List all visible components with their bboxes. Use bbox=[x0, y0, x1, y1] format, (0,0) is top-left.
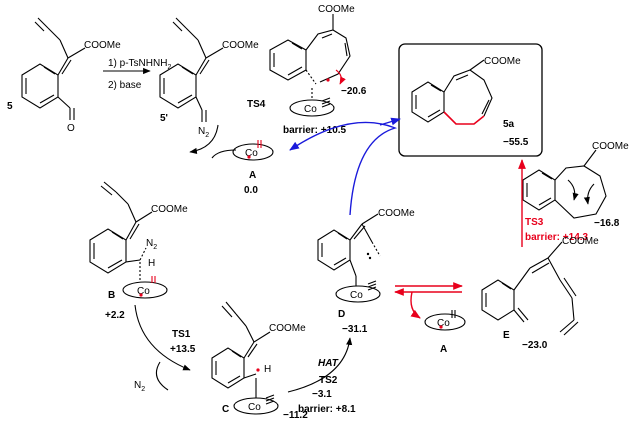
co-label-A2: Co bbox=[437, 318, 450, 329]
state-E-energy: −23.0 bbox=[522, 340, 548, 351]
state-C-energy: −11.2 bbox=[283, 410, 308, 421]
c-h-label: H bbox=[264, 364, 271, 375]
ts4-structure: COOMe Co TS4 −20.6 barrier: +10.5 bbox=[247, 4, 367, 136]
ts1-energy: +13.5 bbox=[170, 344, 196, 355]
state-B-energy: +2.2 bbox=[105, 310, 125, 321]
compound-5-label: 5 bbox=[7, 101, 13, 112]
ester-label-5a: COOMe bbox=[484, 56, 521, 67]
ts1-label: TS1 bbox=[172, 329, 191, 340]
ester-label-E: COOMe bbox=[562, 236, 599, 247]
catalyst-A: Co A 0.0 bbox=[232, 140, 274, 196]
co-label-D: Co bbox=[350, 290, 363, 301]
ester-label-5: COOMe bbox=[84, 40, 121, 51]
oxygen-label-5: O bbox=[67, 123, 75, 134]
intermediate-D: COOMe Co D −31.1 bbox=[317, 208, 415, 335]
blue-arrow-D-to-A bbox=[289, 121, 398, 216]
ts4-barrier: barrier: +10.5 bbox=[283, 125, 347, 136]
ts2-energy: −3.1 bbox=[312, 389, 332, 400]
state-E-label: E bbox=[503, 330, 510, 341]
co-label-B: Co bbox=[137, 286, 150, 297]
ester-label-ts3: COOMe bbox=[592, 141, 629, 152]
n2-label-5p: N2 bbox=[198, 126, 209, 139]
ts3-structure: COOMe TS3 −16.8 barrier: +14.3 bbox=[522, 141, 629, 243]
compound-5-prime: COOMe N2 5' bbox=[159, 17, 259, 139]
co-label-ts4: Co bbox=[304, 104, 317, 115]
ts3-barrier: barrier: +14.3 bbox=[525, 232, 589, 243]
red-arrow-release-A bbox=[410, 291, 421, 319]
ester-label-5p: COOMe bbox=[222, 40, 259, 51]
ester-label-B: COOMe bbox=[151, 204, 188, 215]
state-B-label: B bbox=[108, 290, 115, 301]
co-label-C: Co bbox=[248, 402, 261, 413]
reagent-line-2: 2) base bbox=[108, 80, 142, 91]
n2-release-curve bbox=[155, 361, 169, 391]
state-A2-label: A bbox=[440, 344, 447, 355]
b-n2-label: N2 bbox=[146, 238, 157, 251]
ts3-label: TS3 bbox=[525, 217, 544, 228]
entry-curve bbox=[211, 149, 237, 159]
arrow-C-to-D bbox=[287, 337, 353, 393]
ts3-energy: −16.8 bbox=[594, 218, 620, 229]
ts4-label: TS4 bbox=[247, 99, 266, 110]
b-h-label: H bbox=[148, 258, 155, 269]
compound-5: COOMe O 5 bbox=[7, 17, 121, 134]
ts2-barrier: barrier: +8.1 bbox=[298, 404, 356, 415]
ts4-energy: −20.6 bbox=[341, 86, 367, 97]
state-A-label: A bbox=[249, 170, 256, 181]
product-5a-box: COOMe 5a −55.5 bbox=[398, 43, 543, 157]
hat-label: HAT bbox=[318, 358, 339, 369]
intermediate-C: COOMe H Co C −11.2 bbox=[211, 301, 308, 421]
state-D-energy: −31.1 bbox=[342, 324, 368, 335]
product-5a-label: 5a bbox=[503, 119, 515, 130]
reagent-line-1: 1) p-TsNHNH2 bbox=[108, 58, 171, 71]
compound-5p-label: 5' bbox=[160, 113, 168, 124]
product-5a-energy: −55.5 bbox=[503, 137, 529, 148]
catalyst-A-released: Co A bbox=[424, 310, 466, 355]
ester-label-C: COOMe bbox=[269, 323, 306, 334]
state-D-label: D bbox=[338, 309, 345, 320]
intermediate-B: COOMe N2 H Co B +2.2 bbox=[89, 181, 188, 321]
state-A-energy: 0.0 bbox=[244, 185, 258, 196]
ester-label-D: COOMe bbox=[378, 208, 415, 219]
ester-label-ts4: COOMe bbox=[318, 4, 355, 15]
entry-arrow bbox=[189, 124, 219, 154]
ts2-label: TS2 bbox=[319, 375, 338, 386]
blue-arrow-to-5a bbox=[379, 117, 401, 126]
n2-released: N2 bbox=[134, 380, 145, 393]
intermediate-E: COOMe E −23.0 bbox=[481, 236, 599, 351]
arrow-B-to-C bbox=[134, 304, 191, 371]
state-C-label: C bbox=[222, 404, 229, 415]
co-label-A: Co bbox=[245, 148, 258, 159]
